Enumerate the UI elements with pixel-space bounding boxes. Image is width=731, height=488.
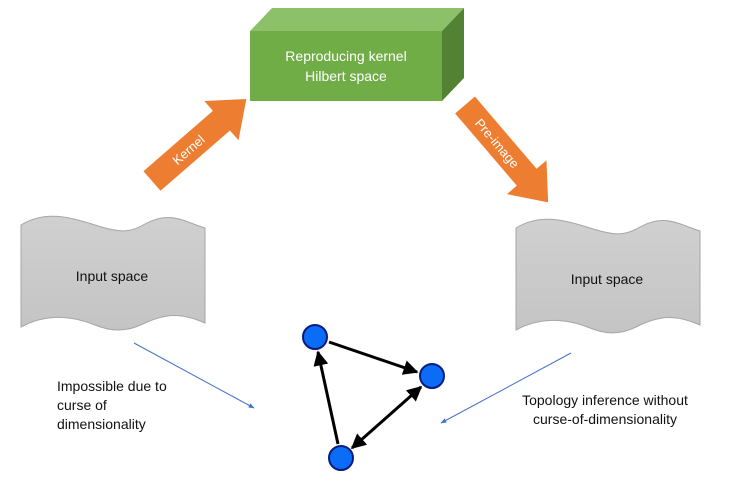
graph-node-a [302,324,328,350]
left-caption-line3: dimensionality [57,416,146,432]
input-space-left-label: Input space [76,268,149,284]
right-caption: Topology inference without curse-of-dime… [490,391,720,429]
rkhs-label-line1: Reproducing kernel [285,48,406,64]
input-space-left: Input space [20,215,206,331]
kernel-arrow: Kernel [143,98,247,191]
left-caption-line1: Impossible due to [57,378,167,394]
left-caption: Impossible due to curse of dimensionalit… [57,377,167,434]
rkhs-box-front-face [250,31,442,101]
preimage-arrow: Pre-image [455,96,549,203]
left-caption-line2: curse of [57,397,107,413]
graph-node-c [328,445,354,471]
graph-node-b [419,363,445,389]
preimage-arrow-shape [455,96,549,203]
rkhs-box: Reproducing kernel Hilbert space [250,8,464,101]
rkhs-box-side-face [442,8,464,101]
right-caption-line1: Topology inference without [522,392,688,408]
input-space-right-shape [515,218,701,334]
input-space-right-label: Input space [571,271,644,287]
left-pointer-arrow [133,342,255,409]
graph-edge-c-a [313,350,340,445]
graph-edge-b-c [350,385,423,450]
input-space-left-shape [20,215,206,331]
rkhs-box-top-face [250,8,464,31]
graph-edge-a-b [328,340,419,375]
right-pointer-arrow [440,352,572,424]
input-space-right: Input space [515,218,701,334]
topology-graph [302,324,445,471]
rkhs-label-line2: Hilbert space [305,68,387,84]
right-caption-line2: curse-of-dimensionality [533,411,677,427]
kernel-arrow-shape [143,98,247,191]
